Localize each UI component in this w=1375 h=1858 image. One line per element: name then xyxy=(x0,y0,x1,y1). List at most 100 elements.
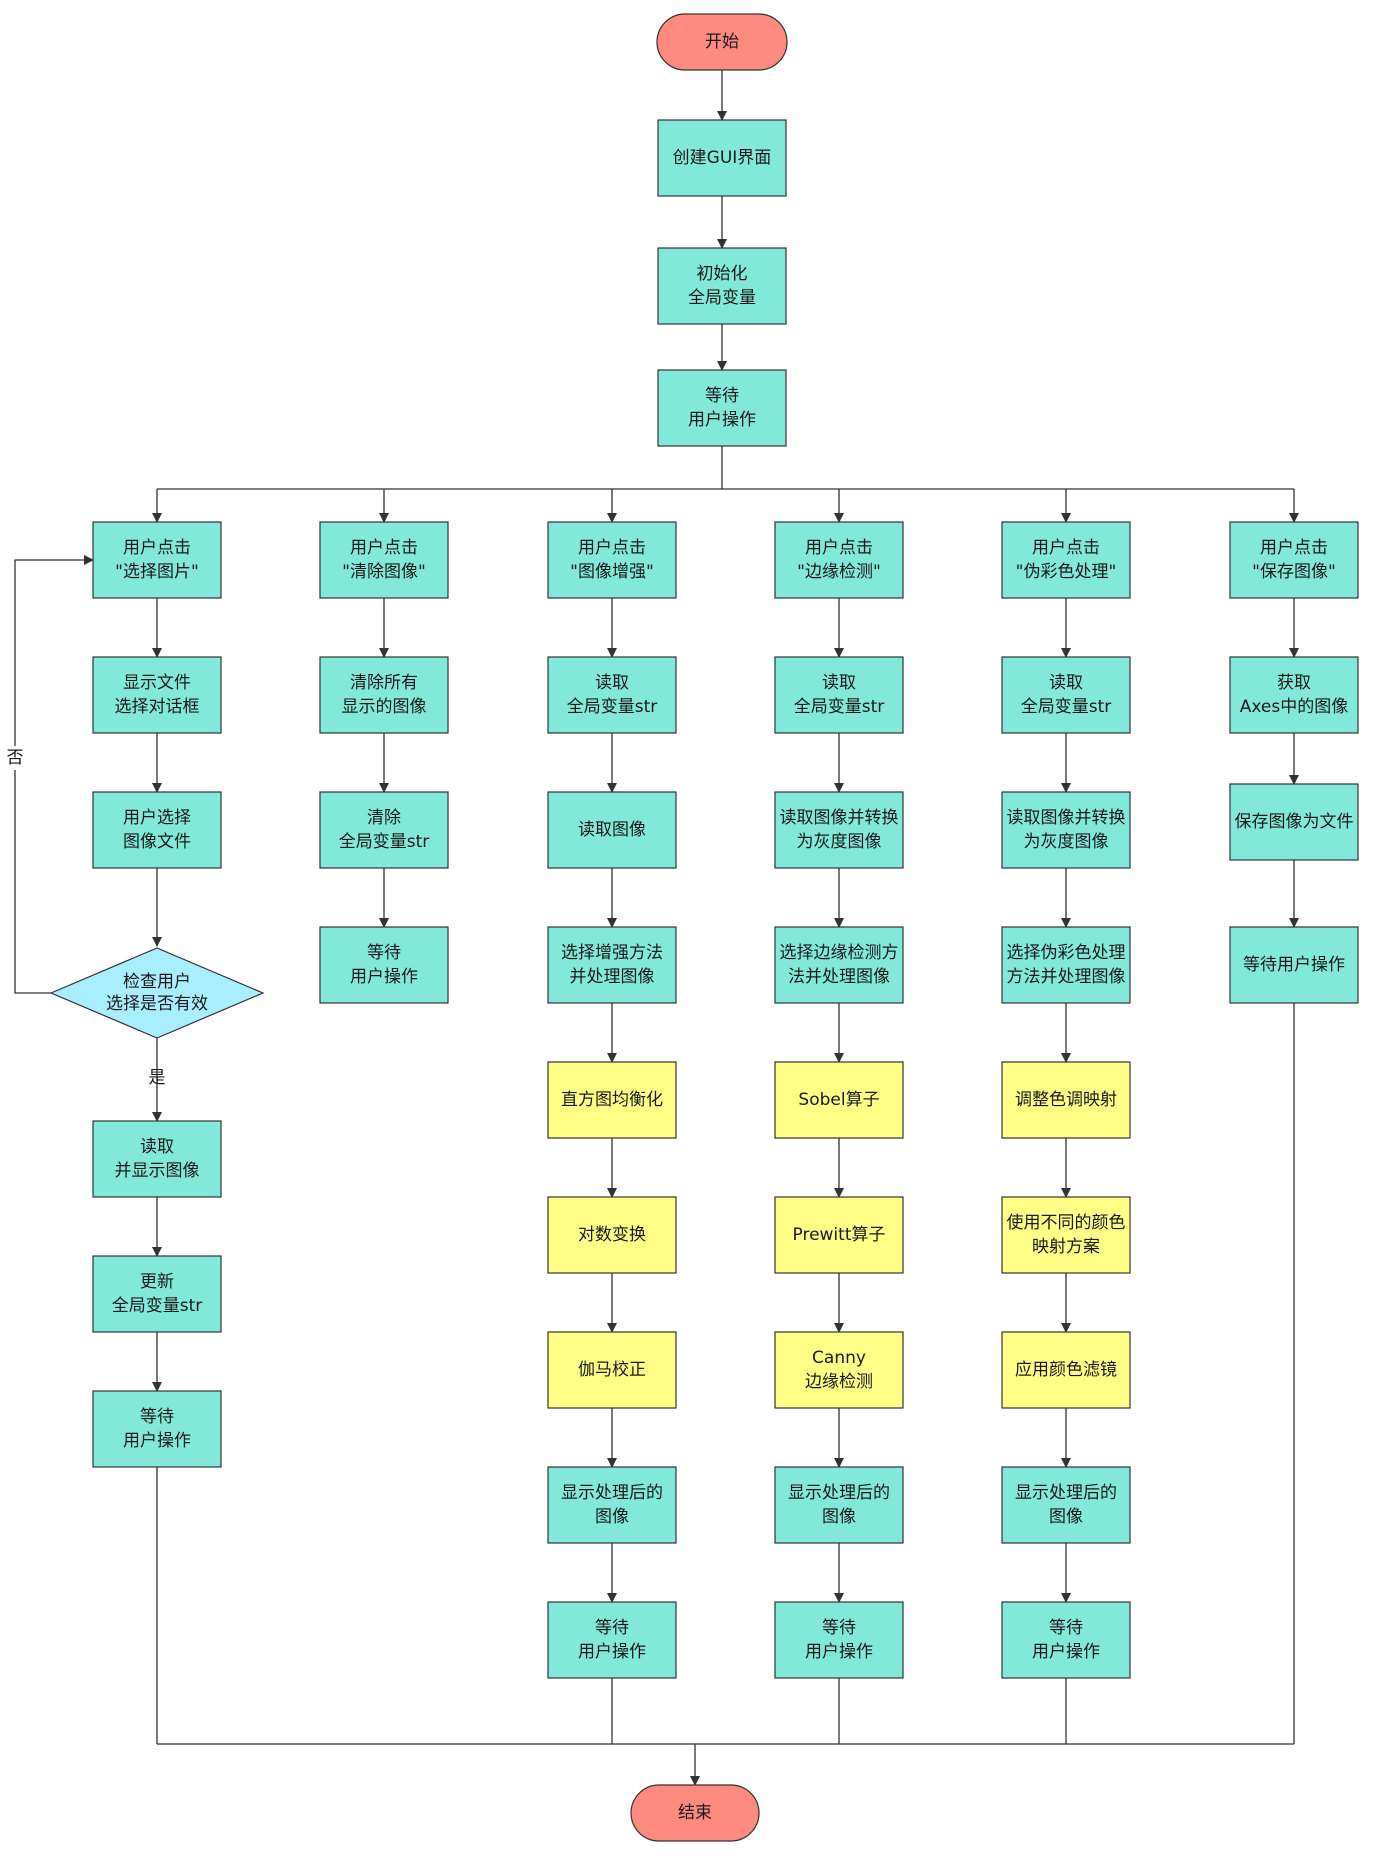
col5-read-gray-node-label-line-2: 为灰度图像 xyxy=(1024,832,1109,852)
col5-click-node-label-line-2: "伪彩色处理" xyxy=(1016,562,1117,582)
col6-get-axes-node-label-line-1: 获取 xyxy=(1277,673,1311,693)
wait-main-node-shape xyxy=(657,369,787,447)
col4-sobel-node: Sobel算子 xyxy=(774,1061,904,1139)
edge-label-yes: 是 xyxy=(149,1068,166,1088)
col2-wait-node: 等待用户操作 xyxy=(319,926,449,1004)
col1-wait-node-label-line-1: 等待 xyxy=(140,1407,174,1427)
col4-click-node-label-line-1: 用户点击 xyxy=(805,538,873,558)
col1-click-node-label-line-1: 用户点击 xyxy=(123,538,191,558)
col1-update-str-node-shape xyxy=(92,1255,222,1333)
col4-wait-node-label-line-1: 等待 xyxy=(822,1618,856,1638)
col1-select-file-node-label-line-1: 用户选择 xyxy=(123,808,191,828)
col3-click-node-label-line-2: "图像增强" xyxy=(570,562,654,582)
col5-wait-node-shape xyxy=(1001,1601,1131,1679)
col5-color-filter-node: 应用颜色滤镜 xyxy=(1001,1331,1131,1409)
col3-show-result-node-shape xyxy=(547,1466,677,1544)
col3-read-str-node-label-line-1: 读取 xyxy=(595,673,629,693)
col4-canny-node-shape xyxy=(774,1331,904,1409)
col3-click-node-label-line-1: 用户点击 xyxy=(578,538,646,558)
col4-prewitt-node-shape xyxy=(774,1196,904,1274)
col4-prewitt-node: Prewitt算子 xyxy=(774,1196,904,1274)
col4-choose-method-node-label-line-2: 法并处理图像 xyxy=(788,967,890,987)
col4-canny-node-label-line-2: 边缘检测 xyxy=(805,1372,873,1392)
col4-click-node-shape xyxy=(774,521,904,599)
col5-wait-node-label-line-1: 等待 xyxy=(1049,1618,1083,1638)
col4-read-str-node-label-line-1: 读取 xyxy=(822,673,856,693)
col2-clear-str-node-shape xyxy=(319,791,449,869)
col1-read-show-node-label-line-1: 读取 xyxy=(140,1137,174,1157)
col2-clear-all-node-shape xyxy=(319,656,449,734)
col3-log-transform-node-shape xyxy=(547,1196,677,1274)
create-gui-node-shape xyxy=(657,119,787,197)
col2-clear-all-node-label-line-2: 显示的图像 xyxy=(342,697,427,717)
col3-show-result-node-label-line-2: 图像 xyxy=(595,1507,629,1527)
col3-histogram-node-shape xyxy=(547,1061,677,1139)
col4-read-gray-node-shape xyxy=(774,791,904,869)
col3-read-str-node-shape xyxy=(547,656,677,734)
col3-wait-node-label-line-1: 等待 xyxy=(595,1618,629,1638)
col3-choose-method-node-shape xyxy=(547,926,677,1004)
col1-check-valid-decision-label-line-1: 检查用户 xyxy=(123,972,191,992)
col5-click-node: 用户点击"伪彩色处理" xyxy=(1001,521,1131,599)
col2-wait-node-shape xyxy=(319,926,449,1004)
start-node: 开始 xyxy=(656,13,788,71)
col5-choose-method-node-label-line-2: 方法并处理图像 xyxy=(1007,967,1126,987)
col1-show-dialog-node-label-line-2: 选择对话框 xyxy=(115,697,200,717)
col5-adjust-map-node: 调整色调映射 xyxy=(1001,1061,1131,1139)
col6-get-axes-node-label-line-2: Axes中的图像 xyxy=(1240,697,1348,717)
col5-show-result-node-shape xyxy=(1001,1466,1131,1544)
col3-show-result-node-label-line-1: 显示处理后的 xyxy=(561,1483,663,1503)
col1-select-file-node-label-line-2: 图像文件 xyxy=(123,832,191,852)
col3-click-node: 用户点击 "图像增强" xyxy=(547,521,677,599)
col2-clear-all-node-label-line-1: 清除所有 xyxy=(350,673,418,693)
col4-wait-node-shape xyxy=(774,1601,904,1679)
col6-save-file-node-label-line-1: 保存图像为文件 xyxy=(1235,812,1354,832)
col3-read-image-node-label-line-1: 读取图像 xyxy=(578,820,646,840)
col5-wait-node: 等待用户操作 xyxy=(1001,1601,1131,1679)
edge-label-no-bg xyxy=(5,746,25,770)
col5-color-filter-node-label-line-1: 应用颜色滤镜 xyxy=(1015,1360,1117,1380)
col6-save-file-node: 保存图像为文件 xyxy=(1229,783,1359,861)
col4-click-node: 用户点击"边缘检测" xyxy=(774,521,904,599)
col6-save-file-node-shape xyxy=(1229,783,1359,861)
start-node-shape xyxy=(656,13,788,71)
col5-read-str-node-shape xyxy=(1001,656,1131,734)
col1-wait-node-label-line-2: 用户操作 xyxy=(123,1431,191,1451)
col1-update-str-node-label-line-2: 全局变量str xyxy=(112,1296,203,1316)
col1-wait-node: 等待用户操作 xyxy=(92,1390,222,1468)
col2-click-node-shape xyxy=(319,521,449,599)
col3-log-transform-node: 对数变换 xyxy=(547,1196,677,1274)
col5-choose-method-node-shape xyxy=(1001,926,1131,1004)
end-node-shape xyxy=(630,1784,760,1842)
col3-log-transform-node-label-line-1: 对数变换 xyxy=(578,1225,646,1245)
col4-show-result-node-shape xyxy=(774,1466,904,1544)
col1-read-show-node-shape xyxy=(92,1120,222,1198)
col3-gamma-node: 伽马校正 xyxy=(547,1331,677,1409)
col1-show-dialog-node-shape xyxy=(92,656,222,734)
col4-read-gray-node-label-line-2: 为灰度图像 xyxy=(797,832,882,852)
end-node: 结束 xyxy=(630,1784,760,1842)
col2-click-node-label-line-1: 用户点击 xyxy=(350,538,418,558)
col5-color-filter-node-shape xyxy=(1001,1331,1131,1409)
col4-prewitt-node-label-line-1: Prewitt算子 xyxy=(793,1225,886,1245)
col4-wait-node-label-line-2: 用户操作 xyxy=(805,1642,873,1662)
col1-update-str-node-label-line-1: 更新 xyxy=(140,1272,174,1292)
col4-choose-method-node-label-line-1: 选择边缘检测方 xyxy=(780,943,899,963)
col6-click-node-shape xyxy=(1229,521,1359,599)
col4-wait-node: 等待用户操作 xyxy=(774,1601,904,1679)
create-gui-node-label-line-1: 创建GUI界面 xyxy=(673,148,772,168)
col5-click-node-shape xyxy=(1001,521,1131,599)
end-node-label: 结束 xyxy=(678,1803,712,1823)
